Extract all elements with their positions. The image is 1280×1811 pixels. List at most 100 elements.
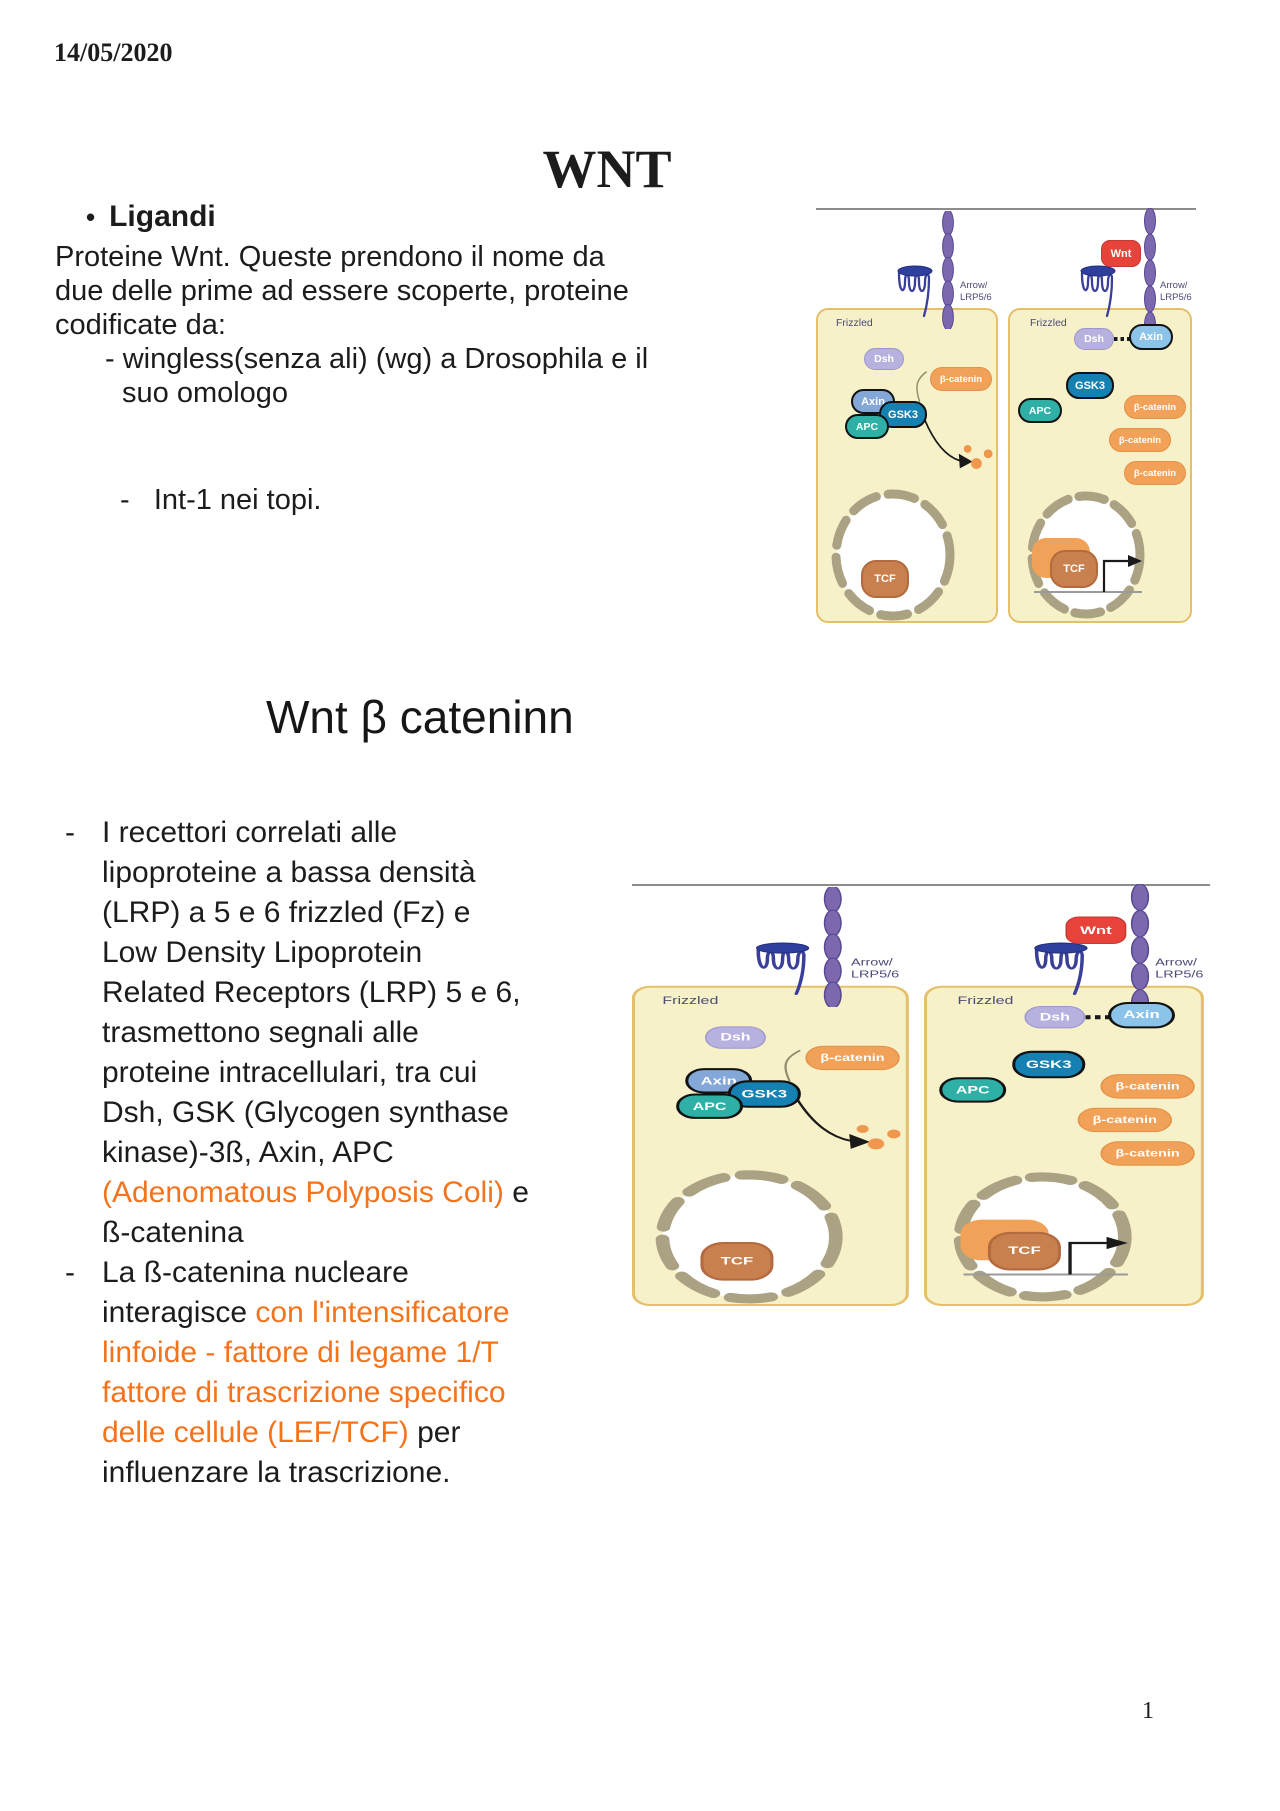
- arrow-lrp-label-line2: LRP5/6: [960, 292, 992, 304]
- cell-without-wnt: Frizzled Dsh β-catenin Axin GSK3 APC TCF: [632, 985, 909, 1307]
- text-segment: Proteine Wnt. Queste prendono il nome da: [55, 241, 605, 273]
- text-line: trasmettono segnali alle: [55, 1013, 555, 1053]
- apc-protein: APC: [939, 1077, 1007, 1103]
- text-segment: lipoproteine a bassa densità: [102, 856, 476, 889]
- nucleus: TCF: [948, 1169, 1137, 1305]
- text-segment: ß-catenina: [102, 1216, 244, 1249]
- arrow-lrp-label-line1: Arrow/: [851, 957, 893, 969]
- date-header: 14/05/2020: [54, 38, 173, 67]
- text-segment: (Adenomatous Polyposis Coli): [102, 1176, 504, 1209]
- cell-without-wnt: Frizzled Dsh β-catenin Axin GSK3 APC TCF: [816, 308, 998, 623]
- text-line: Dsh, GSK (Glycogen synthase: [55, 1093, 555, 1133]
- frizzled-label: Frizzled: [836, 317, 873, 329]
- text-segment: suo omologo: [122, 377, 289, 409]
- text-line: -La ß-catenina nucleare: [55, 1253, 555, 1293]
- arrow-lrp-label-line1: Arrow/: [960, 280, 988, 291]
- apc-protein: APC: [676, 1093, 744, 1119]
- arrow-lrp-label-line1: Arrow/: [1160, 280, 1188, 291]
- dsh-protein: Dsh: [705, 1026, 766, 1049]
- text-line: linfoide - fattore di legame 1/T: [55, 1333, 555, 1373]
- text-line: Related Receptors (LRP) 5 e 6,: [55, 973, 555, 1013]
- lrp-coreceptor-icon: [823, 887, 842, 1008]
- text-segment: influenzare la trascrizione.: [102, 1456, 451, 1489]
- beta-catenin-protein: β-catenin: [1109, 428, 1171, 452]
- wnt-pathway-figure-2: Frizzled Dsh β-catenin Axin GSK3 APC TCF…: [632, 884, 1210, 1307]
- cell-with-wnt: Frizzled Dsh Axin GSK3 APC β-catenin β-c…: [1008, 308, 1192, 623]
- arrow-lrp-label-line2: LRP5/6: [1155, 969, 1204, 981]
- text-line: - wingless(senza ali) (wg) a Drosophila …: [55, 342, 715, 376]
- section1-paragraph: Proteine Wnt. Queste prendono il nome da…: [55, 240, 715, 517]
- tcf-protein: TCF: [1050, 550, 1098, 588]
- text-segment: per: [408, 1416, 461, 1449]
- frizzled-label: Frizzled: [662, 994, 719, 1008]
- arrow-lrp-label: Arrow/ LRP5/6: [960, 280, 992, 305]
- arrow-lrp-label-line2: LRP5/6: [851, 969, 900, 981]
- text-line: influenzare la trascrizione.: [55, 1453, 555, 1493]
- text-segment: Related Receptors (LRP) 5 e 6,: [102, 976, 521, 1009]
- text-line: interagisce con l'intensificatore: [55, 1293, 555, 1333]
- transcription-arrow-graphic: [1034, 555, 1142, 593]
- beta-catenin-protein: β-catenin: [1100, 1074, 1195, 1099]
- axin-protein: Axin: [1129, 324, 1173, 350]
- nucleus: TCF: [1024, 488, 1148, 622]
- frizzled-receptor-icon: [755, 942, 810, 996]
- frizzled-receptor-icon: [1034, 942, 1088, 996]
- text-line: Proteine Wnt. Queste prendono il nome da: [55, 240, 715, 274]
- text-segment: La ß-catenina nucleare: [102, 1256, 409, 1289]
- dsh-axin-link: [1085, 1015, 1110, 1020]
- degradation-arrow-graphic: [784, 1049, 901, 1150]
- beta-catenin-protein: β-catenin: [1124, 395, 1186, 419]
- beta-catenin-protein: β-catenin: [805, 1045, 900, 1071]
- text-line: kinase)-3ß, Axin, APC: [55, 1133, 555, 1173]
- tcf-protein: TCF: [987, 1231, 1061, 1271]
- arrow-lrp-label: Arrow/ LRP5/6: [851, 957, 899, 982]
- tcf-protein: TCF: [861, 560, 909, 598]
- nucleus: TCF: [827, 486, 959, 624]
- lrp-coreceptor-icon: [942, 211, 954, 329]
- wnt-pathway-figure-1: Frizzled Dsh β-catenin Axin GSK3 APC TCF…: [816, 208, 1196, 623]
- degradation-arrow-graphic: [916, 371, 993, 469]
- text-segment: con l'intensificatore: [255, 1296, 510, 1329]
- text-segment: proteine intracellulari, tra cui: [102, 1056, 478, 1089]
- dsh-protein: Dsh: [1074, 328, 1114, 350]
- text-segment: Low Density Lipoprotein: [102, 936, 423, 969]
- gsk3-protein: GSK3: [1066, 372, 1114, 399]
- dsh-protein: Dsh: [864, 348, 904, 370]
- text-segment: interagisce: [102, 1296, 256, 1329]
- frizzled-receptor-icon: [1080, 265, 1116, 318]
- beta-catenin-protein: β-catenin: [1100, 1141, 1195, 1166]
- text-line: - Int-1 nei topi.: [55, 483, 715, 517]
- page-number: 1: [1142, 1698, 1154, 1724]
- beta-catenin-protein: β-catenin: [930, 367, 992, 391]
- ligandi-bullet: • Ligandi: [86, 200, 216, 234]
- arrow-lrp-label-line2: LRP5/6: [1160, 292, 1192, 304]
- text-segment: - Int-1 nei topi.: [120, 484, 322, 516]
- frizzled-label: Frizzled: [1030, 317, 1067, 329]
- apc-protein: APC: [1018, 398, 1062, 423]
- apc-protein: APC: [845, 414, 889, 439]
- text-line: proteine intracellulari, tra cui: [55, 1053, 555, 1093]
- nucleus: TCF: [649, 1167, 850, 1307]
- text-segment: linfoide - fattore di legame 1/T: [102, 1336, 499, 1369]
- text-segment: delle cellule (LEF/TCF): [102, 1416, 409, 1449]
- text-line: due delle prime ad essere scoperte, prot…: [55, 274, 715, 308]
- arrow-lrp-label: Arrow/ LRP5/6: [1155, 957, 1203, 982]
- text-line: suo omologo: [55, 376, 715, 410]
- lrp-coreceptor-icon: [1144, 208, 1156, 339]
- ligandi-label: Ligandi: [109, 200, 216, 233]
- lrp-coreceptor-icon: [1130, 884, 1150, 1017]
- text-line: Low Density Lipoprotein: [55, 933, 555, 973]
- extracellular-membrane-line: [816, 208, 1196, 210]
- text-line: lipoproteine a bassa densità: [55, 853, 555, 893]
- list-dash: -: [65, 816, 75, 849]
- tcf-protein: TCF: [700, 1241, 774, 1281]
- text-line: delle cellule (LEF/TCF) per: [55, 1413, 555, 1453]
- text-segment: - wingless(senza ali) (wg) a Drosophila …: [105, 343, 649, 375]
- axin-protein: Axin: [1108, 1001, 1175, 1029]
- beta-catenin-protein: β-catenin: [1077, 1107, 1172, 1133]
- text-line: ß-catenina: [55, 1213, 555, 1253]
- frizzled-receptor-icon: [897, 265, 933, 318]
- cell-with-wnt: Frizzled Dsh Axin GSK3 APC β-catenin β-c…: [924, 985, 1204, 1307]
- text-segment: trasmettono segnali alle: [102, 1016, 419, 1049]
